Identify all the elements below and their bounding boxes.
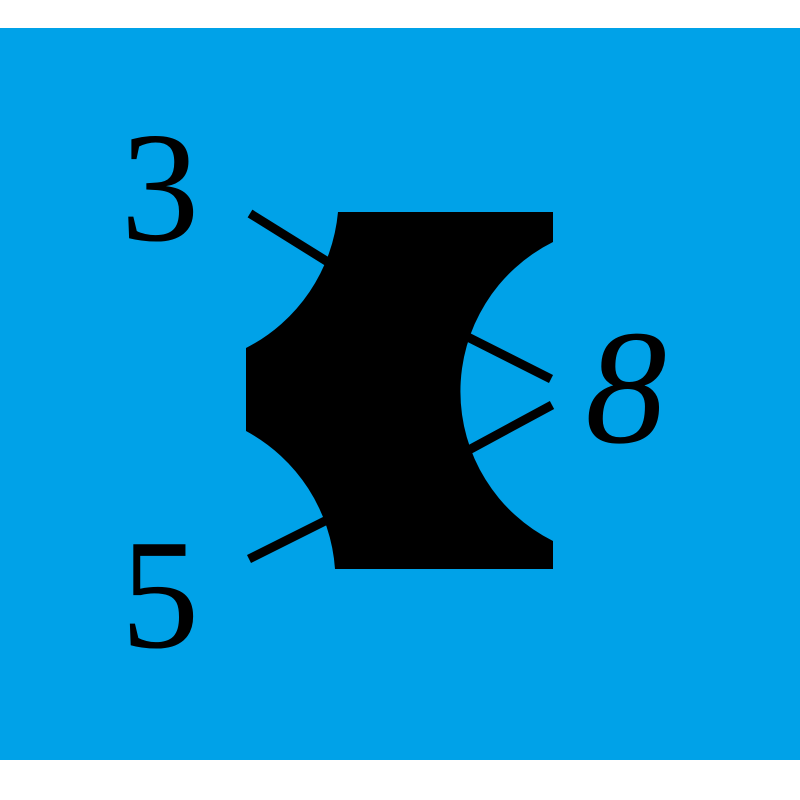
node-label-3: 3 (121, 100, 200, 274)
central-blob-shape (246, 212, 553, 569)
edge-node-8-upper (427, 313, 554, 384)
edge-node-8-lower (427, 401, 555, 475)
edge-node-5 (246, 503, 354, 564)
node-label-5: 5 (121, 507, 200, 681)
node-label-8: 8 (585, 298, 667, 478)
edge-node-3 (247, 209, 355, 281)
